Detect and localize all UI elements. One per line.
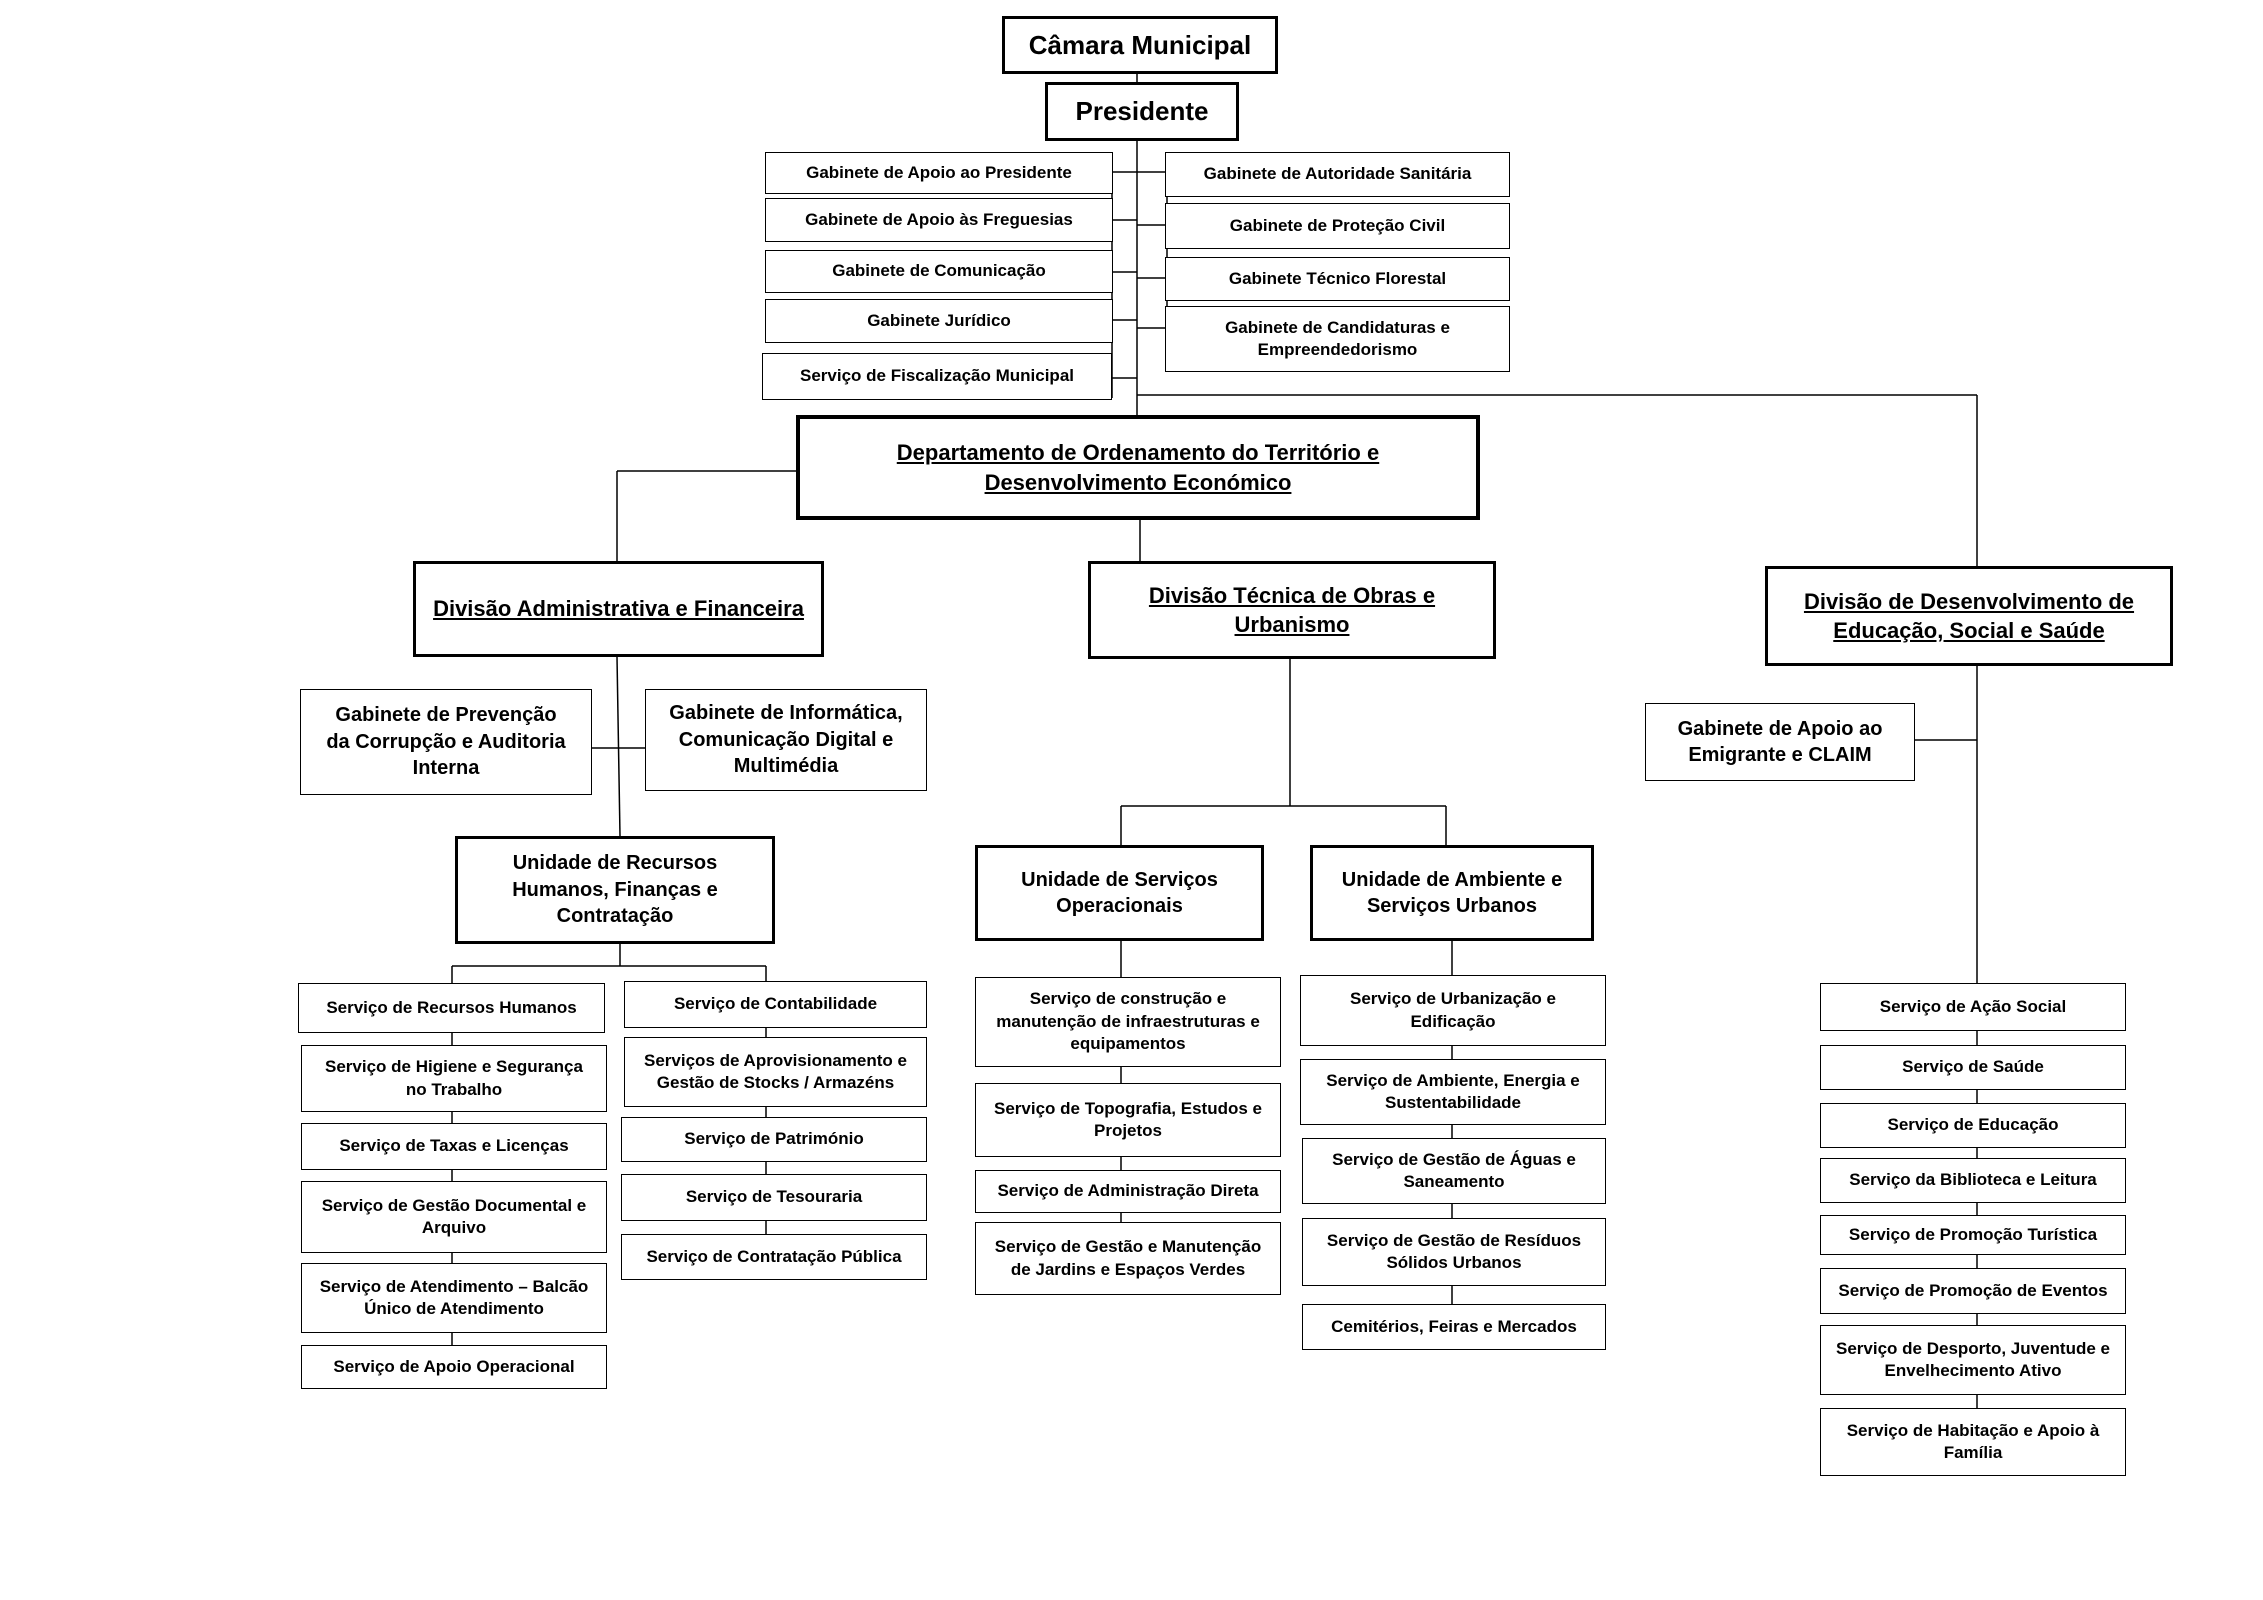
box-label: Serviço de Apoio Operacional — [333, 1356, 575, 1376]
box-label: Serviços de Aprovisionamento e Gestão de… — [644, 1050, 907, 1092]
box-label: Serviço de Atendimento – Balcão Único de… — [319, 1276, 589, 1318]
servico-promocao-eventos: Serviço de Promoção de Eventos — [1820, 1268, 2126, 1314]
box-label: Serviço de Fiscalização Municipal — [800, 366, 1074, 386]
departamento-label: Departamento de Ordenamento do Territóri… — [896, 440, 1380, 495]
servico-atendimento: Serviço de Atendimento – Balcão Único de… — [301, 1263, 607, 1333]
servico-aguas-saneamento: Serviço de Gestão de Águas e Saneamento — [1302, 1138, 1606, 1204]
presidente-box: Presidente — [1045, 82, 1239, 141]
box-label: Serviço de Administração Direta — [997, 1181, 1259, 1201]
servico-contratacao-publica: Serviço de Contratação Pública — [621, 1234, 927, 1280]
divisao-label: Divisão Administrativa e Financeira — [433, 596, 804, 622]
servico-gestao-documental: Serviço de Gestão Documental e Arquivo — [301, 1181, 607, 1253]
servico-apoio-operacional: Serviço de Apoio Operacional — [301, 1345, 607, 1389]
presidente-label: Presidente — [1075, 96, 1209, 127]
box-label: Serviço de Ação Social — [1879, 996, 2067, 1016]
box-label: Serviço de Desporto, Juventude e Envelhe… — [1836, 1338, 2110, 1380]
servico-higiene-seguranca: Serviço de Higiene e Segurança no Trabal… — [301, 1045, 607, 1112]
servico-saude: Serviço de Saúde — [1820, 1045, 2126, 1090]
box-label: Serviço de Habitação e Apoio à Família — [1846, 1420, 2100, 1462]
servico-administracao-direta: Serviço de Administração Direta — [975, 1170, 1281, 1213]
gabinete-comunicacao: Gabinete de Comunicação — [765, 250, 1113, 293]
box-label: Serviço de Ambiente, Energia e Sustentab… — [1326, 1070, 1580, 1112]
box-label: Serviço de Gestão de Resíduos Sólidos Ur… — [1326, 1230, 1582, 1272]
servico-fiscalizacao-municipal: Serviço de Fiscalização Municipal — [762, 353, 1112, 400]
box-label: Serviço de Urbanização e Edificação — [1350, 989, 1556, 1031]
box-label: Unidade de Recursos Humanos, Finanças e … — [512, 852, 718, 928]
gabinete-tecnico-florestal: Gabinete Técnico Florestal — [1165, 257, 1510, 301]
servico-recursos-humanos: Serviço de Recursos Humanos — [298, 983, 605, 1033]
departamento-ordenamento-box: Departamento de Ordenamento do Territóri… — [796, 415, 1480, 520]
box-label: Gabinete Jurídico — [867, 310, 1011, 330]
box-label: Gabinete Técnico Florestal — [1228, 268, 1447, 288]
box-label: Unidade de Serviços Operacionais — [1021, 868, 1218, 917]
box-label: Cemitérios, Feiras e Mercados — [1331, 1316, 1577, 1336]
box-label: Gabinete de Autoridade Sanitária — [1203, 164, 1472, 184]
servico-aprovisionamento: Serviços de Aprovisionamento e Gestão de… — [624, 1037, 927, 1107]
box-label: Gabinete de Informática, Comunicação Dig… — [669, 702, 903, 778]
gabinete-prevencao-corrupcao: Gabinete de Prevenção da Corrupção e Aud… — [300, 689, 592, 795]
box-label: Serviço de Gestão e Manutenção de Jardin… — [994, 1237, 1262, 1279]
servico-topografia: Serviço de Topografia, Estudos e Projeto… — [975, 1083, 1281, 1157]
box-label: Unidade de Ambiente e Serviços Urbanos — [1341, 868, 1563, 917]
unidade-servicos-operacionais-box: Unidade de Serviços Operacionais — [975, 845, 1264, 941]
box-label: Gabinete de Apoio ao Presidente — [806, 162, 1072, 182]
box-label: Serviço de Taxas e Licenças — [339, 1136, 569, 1156]
servico-residuos-solidos: Serviço de Gestão de Resíduos Sólidos Ur… — [1302, 1218, 1606, 1286]
box-label: Serviço de Recursos Humanos — [326, 997, 577, 1017]
box-label: Gabinete de Comunicação — [832, 261, 1046, 281]
servico-jardins-espacos-verdes: Serviço de Gestão e Manutenção de Jardin… — [975, 1222, 1281, 1295]
gabinete-protecao-civil: Gabinete de Proteção Civil — [1165, 203, 1510, 249]
box-label: Gabinete de Prevenção da Corrupção e Aud… — [326, 704, 566, 780]
box-label: Gabinete de Apoio às Freguesias — [805, 209, 1073, 229]
servico-urbanizacao-edificacao: Serviço de Urbanização e Edificação — [1300, 975, 1606, 1046]
divisao-label: Divisão de Desenvolvimento de Educação, … — [1803, 588, 2135, 643]
servico-ambiente-energia: Serviço de Ambiente, Energia e Sustentab… — [1300, 1059, 1606, 1125]
servico-patrimonio: Serviço de Património — [621, 1117, 927, 1162]
servico-construcao-manutencao: Serviço de construção e manutenção de in… — [975, 977, 1281, 1067]
unidade-recursos-humanos-box: Unidade de Recursos Humanos, Finanças e … — [455, 836, 775, 944]
camara-municipal-box: Câmara Municipal — [1002, 16, 1278, 74]
box-label: Serviço de Gestão de Águas e Saneamento — [1332, 1149, 1576, 1191]
gabinete-apoio-emigrante: Gabinete de Apoio ao Emigrante e CLAIM — [1645, 703, 1915, 781]
box-label: Serviço da Biblioteca e Leitura — [1849, 1170, 2097, 1190]
box-label: Gabinete de Proteção Civil — [1229, 215, 1446, 235]
box-label: Serviço de Topografia, Estudos e Projeto… — [994, 1098, 1262, 1140]
box-label: Serviço de Contabilidade — [673, 994, 878, 1014]
gabinete-candidaturas-empreendedorismo: Gabinete de Candidaturas e Empreendedori… — [1165, 306, 1510, 372]
cemiterios-feiras-mercados: Cemitérios, Feiras e Mercados — [1302, 1304, 1606, 1350]
camara-municipal-label: Câmara Municipal — [1028, 29, 1252, 60]
box-label: Serviço de Higiene e Segurança no Trabal… — [325, 1057, 583, 1099]
box-label: Serviço de Património — [684, 1129, 864, 1149]
servico-desporto-juventude: Serviço de Desporto, Juventude e Envelhe… — [1820, 1325, 2126, 1395]
box-label: Serviço de construção e manutenção de in… — [996, 989, 1260, 1054]
gabinete-apoio-presidente: Gabinete de Apoio ao Presidente — [765, 152, 1113, 194]
box-label: Serviço de Educação — [1887, 1115, 2059, 1135]
gabinete-autoridade-sanitaria: Gabinete de Autoridade Sanitária — [1165, 152, 1510, 197]
box-label: Gabinete de Apoio ao Emigrante e CLAIM — [1677, 717, 1883, 766]
divisao-administrativa-box: Divisão Administrativa e Financeira — [413, 561, 824, 657]
divisao-obras-box: Divisão Técnica de Obras e Urbanismo — [1088, 561, 1496, 659]
box-label: Serviço de Saúde — [1902, 1057, 2044, 1077]
servico-contabilidade: Serviço de Contabilidade — [624, 981, 927, 1028]
servico-biblioteca-leitura: Serviço da Biblioteca e Leitura — [1820, 1158, 2126, 1203]
divisao-label: Divisão Técnica de Obras e Urbanismo — [1148, 582, 1436, 637]
servico-educacao: Serviço de Educação — [1820, 1103, 2126, 1148]
divisao-educacao-box: Divisão de Desenvolvimento de Educação, … — [1765, 566, 2173, 666]
box-label: Serviço de Promoção de Eventos — [1838, 1280, 2108, 1300]
servico-habitacao-apoio-familia: Serviço de Habitação e Apoio à Família — [1820, 1408, 2126, 1476]
servico-acao-social: Serviço de Ação Social — [1820, 983, 2126, 1031]
servico-promocao-turistica: Serviço de Promoção Turística — [1820, 1215, 2126, 1255]
box-label: Serviço de Promoção Turística — [1848, 1224, 2098, 1244]
box-label: Serviço de Contratação Pública — [646, 1246, 902, 1266]
gabinete-juridico: Gabinete Jurídico — [765, 299, 1113, 343]
box-label: Serviço de Tesouraria — [685, 1187, 863, 1207]
unidade-ambiente-servicos-urbanos-box: Unidade de Ambiente e Serviços Urbanos — [1310, 845, 1594, 941]
box-label: Serviço de Gestão Documental e Arquivo — [321, 1195, 587, 1237]
box-label: Gabinete de Candidaturas e Empreendedori… — [1225, 317, 1450, 359]
gabinete-informatica: Gabinete de Informática, Comunicação Dig… — [645, 689, 927, 791]
servico-tesouraria: Serviço de Tesouraria — [621, 1174, 927, 1221]
servico-taxas-licencas: Serviço de Taxas e Licenças — [301, 1123, 607, 1170]
gabinete-apoio-freguesias: Gabinete de Apoio às Freguesias — [765, 198, 1113, 242]
